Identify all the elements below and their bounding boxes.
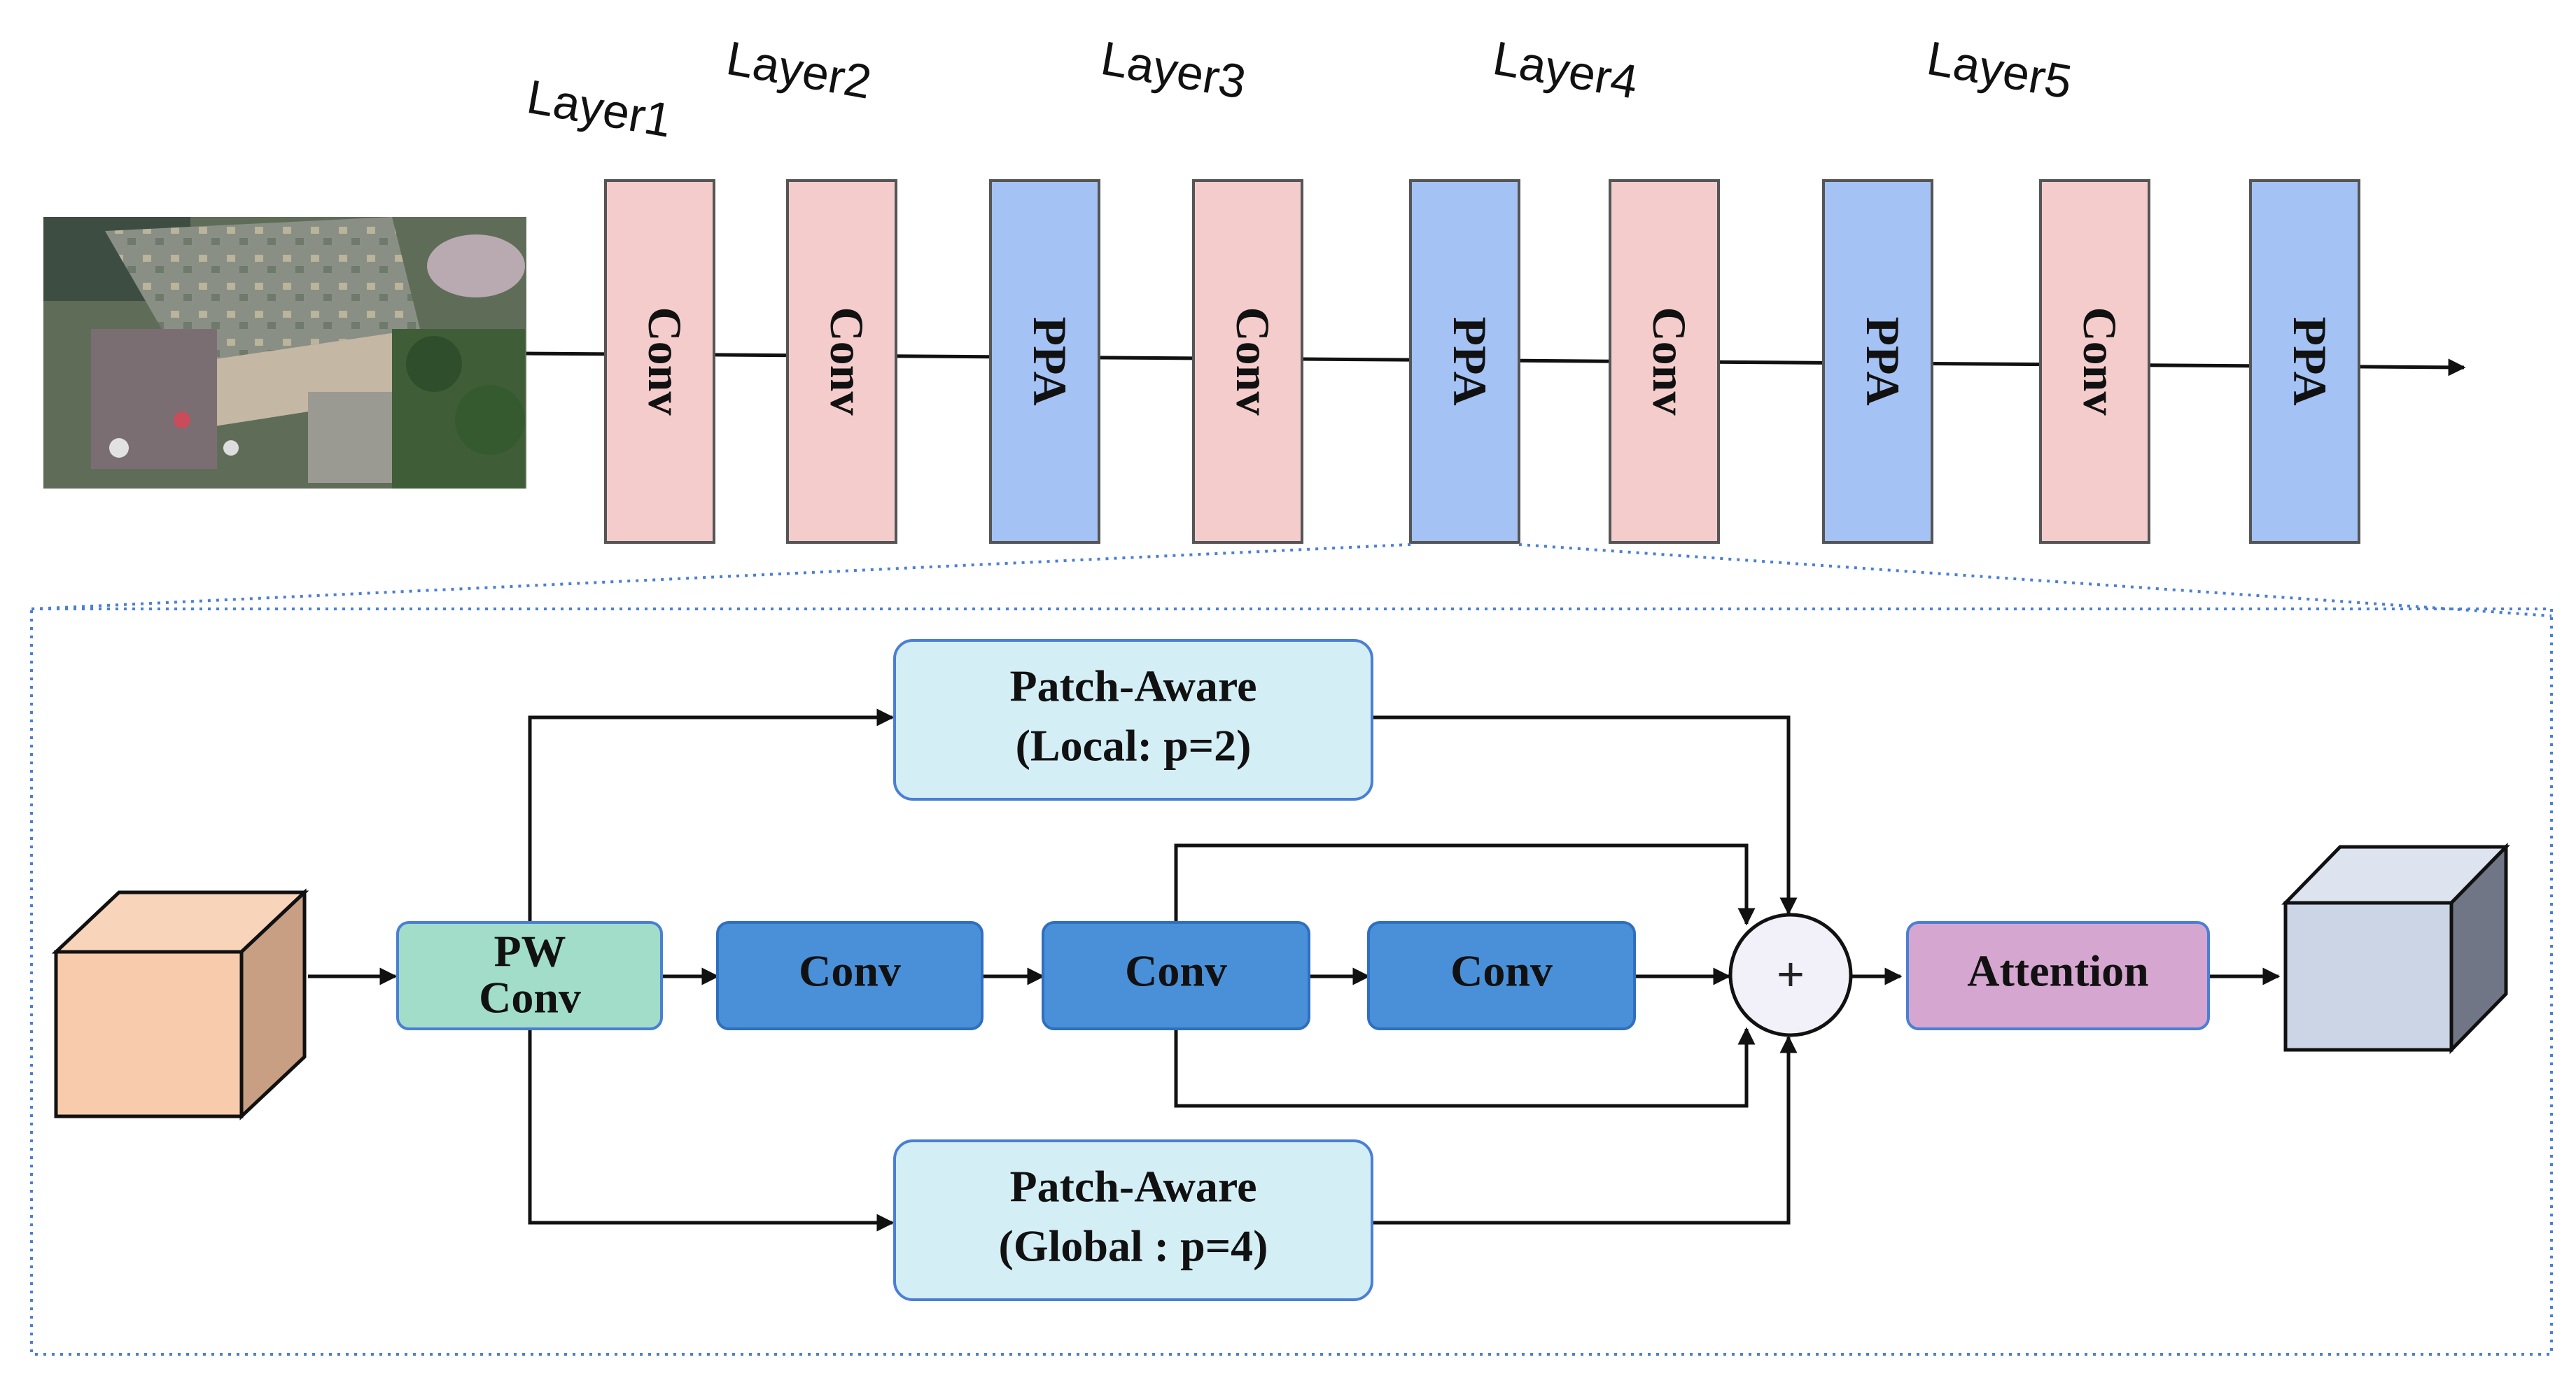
layer-label-1: Layer1 (523, 70, 676, 148)
ppa-detail-frame (30, 608, 2553, 1356)
input-feature-cube (51, 888, 309, 1121)
patch-aware-local-node: Patch-Aware (Local: p=2) (893, 639, 1373, 801)
block-label-8: Conv (2073, 307, 2127, 416)
pw-conv-node: PW Conv (396, 921, 663, 1030)
conv-node-1-label: Conv (799, 946, 901, 996)
conv-node-2: Conv (1042, 921, 1310, 1030)
layer-label-2: Layer2 (722, 31, 875, 109)
backbone-block-3-ppa: PPA (989, 179, 1100, 544)
backbone: Layer1 Layer2 Layer3 Layer4 Layer5 Conv … (43, 31, 2466, 544)
backbone-block-9-ppa: PPA (2249, 179, 2360, 544)
zoom-connector (31, 543, 2552, 617)
block-label-7: PPA (1856, 316, 1910, 405)
ppa-connections (308, 708, 2281, 1232)
conv-node-3: Conv (1367, 921, 1636, 1030)
input-aerial-image (43, 217, 526, 489)
backbone-block-5-ppa: PPA (1409, 179, 1520, 544)
backbone-block-4-conv: Conv (1192, 179, 1303, 544)
block-label-3: PPA (1023, 316, 1077, 405)
backbone-block-2-conv: Conv (786, 179, 897, 544)
layer-label-4: Layer4 (1489, 31, 1642, 109)
block-label-5: PPA (1443, 316, 1497, 405)
patch-aware-global-node: Patch-Aware (Global : p=4) (893, 1139, 1373, 1301)
output-feature-cube (2281, 842, 2510, 1055)
block-label-1: Conv (638, 307, 692, 416)
backbone-block-1-conv: Conv (604, 179, 715, 544)
attention-node: Attention (1906, 921, 2210, 1030)
patch-aware-global-line2: (Global : p=4) (999, 1221, 1268, 1271)
block-label-6: Conv (1643, 307, 1696, 416)
attention-label: Attention (1967, 946, 2149, 996)
patch-aware-global-line1: Patch-Aware (1009, 1162, 1256, 1212)
sum-symbol: + (1777, 948, 1805, 1001)
pw-conv-line2: Conv (479, 973, 581, 1023)
conv-node-1: Conv (716, 921, 983, 1030)
patch-aware-local-line1: Patch-Aware (1009, 661, 1256, 711)
conv-node-2-label: Conv (1125, 946, 1227, 996)
layer-label-3: Layer3 (1097, 31, 1250, 109)
backbone-block-6-conv: Conv (1609, 179, 1720, 544)
block-label-2: Conv (820, 307, 874, 416)
patch-aware-local-line2: (Local: p=2) (1016, 721, 1252, 771)
pw-conv-line1: PW (493, 927, 566, 976)
backbone-block-8-conv: Conv (2039, 179, 2150, 544)
sum-node: + (1728, 913, 1853, 1037)
block-label-4: Conv (1226, 307, 1280, 416)
backbone-block-7-ppa: PPA (1822, 179, 1933, 544)
layer-label-5: Layer5 (1923, 31, 2076, 109)
conv-node-3-label: Conv (1450, 946, 1553, 996)
block-label-9: PPA (2283, 316, 2337, 405)
